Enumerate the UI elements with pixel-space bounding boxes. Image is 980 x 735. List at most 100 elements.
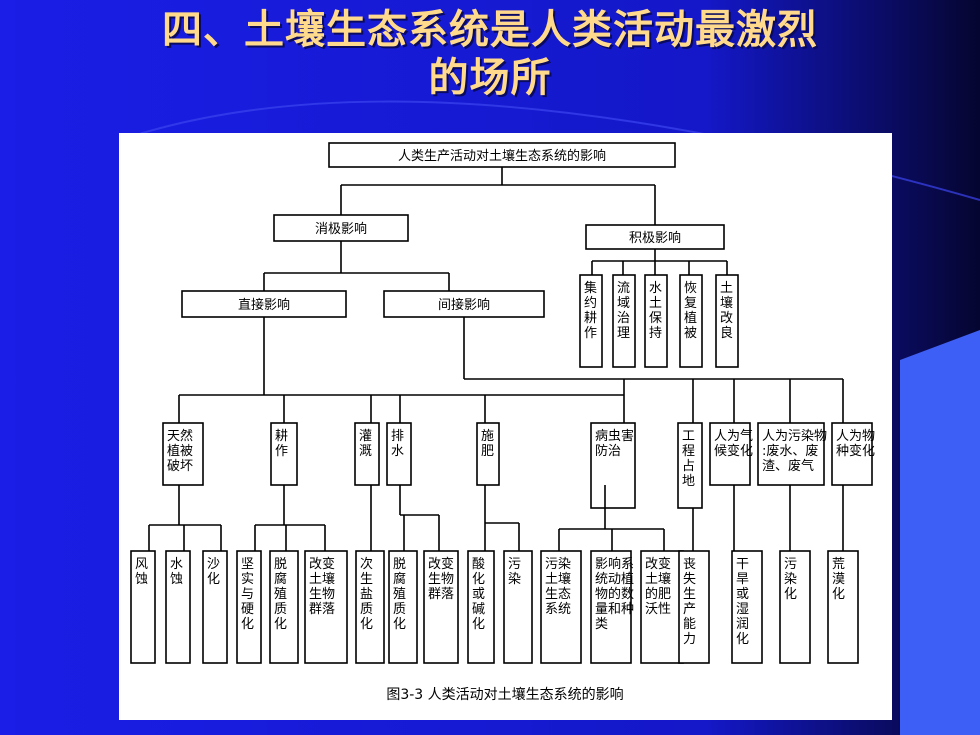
positive-item-4: 恢复植被 (679, 274, 703, 368)
positive-item-5-label: 土壤改良 (720, 281, 733, 341)
indirect-label: 间接影响 (438, 297, 490, 313)
category-pest: 病虫害防治 (590, 422, 636, 509)
category-species-box (831, 422, 873, 486)
effect-pest-affect-label: 影响系统动植物的数量和种类 (595, 556, 634, 632)
effect-pest-fertility-box (640, 550, 684, 664)
category-pest-label: 病虫害防治 (595, 428, 634, 459)
effect-water: 水蚀 (165, 550, 191, 664)
effect-polluted-box (779, 550, 811, 664)
effect-wind-label: 风蚀 (135, 557, 148, 587)
category-fertilize: 施肥 (476, 422, 500, 486)
effect-humus-box (269, 550, 299, 664)
effect-sand-box (202, 550, 228, 664)
category-natural-veg-box (162, 422, 204, 486)
impact-diagram: 人类生产活动对土壤生态系统的影响 消极影响 积极影响 集约耕作流域治理水土保持恢… (130, 142, 875, 703)
effect-drain-biota: 改变生物群落 (423, 550, 459, 664)
effect-salin-box (355, 550, 385, 664)
category-tillage: 耕作 (270, 422, 298, 486)
indirect-box (383, 290, 545, 318)
effect-drain-humus-label: 脱腐殖质化 (393, 557, 406, 632)
effect-harden-label: 坚实与硬化 (241, 557, 254, 632)
effect-desert-label: 荒漠化 (832, 557, 845, 602)
effect-salin: 次生盐质化 (355, 550, 385, 664)
effect-water-label: 水蚀 (170, 557, 183, 587)
effect-harden: 坚实与硬化 (236, 550, 262, 664)
slide-title-line1: 四、土壤生态系统是人类活动最激烈 (162, 6, 818, 53)
effect-harden-box (236, 550, 262, 664)
effect-acid-box (467, 550, 495, 664)
category-drainage: 排水 (386, 422, 412, 486)
effect-drain-biota-label: 改变生物群落 (428, 556, 454, 602)
positive-item-5: 土壤改良 (715, 274, 739, 368)
category-species-label: 人为物种变化 (836, 429, 875, 459)
category-species: 人为物种变化 (831, 422, 875, 486)
category-engineering: 工程占地 (677, 422, 703, 509)
effect-salin-label: 次生盐质化 (360, 556, 373, 632)
positive-label: 积极影响 (629, 230, 681, 246)
effect-water-box (165, 550, 191, 664)
effect-drain-humus: 脱腐殖质化 (388, 550, 418, 664)
positive-item-4-box (679, 274, 703, 368)
effect-polluted-label: 污染化 (784, 557, 797, 602)
effect-pest-pollute-box (540, 550, 582, 664)
effect-desert-box (827, 550, 859, 664)
effect-wind: 风蚀 (130, 550, 156, 664)
category-climate-label: 人为气候变化 (714, 428, 753, 459)
diagram-caption: 图3-3 人类活动对土壤生态系统的影响 (386, 686, 623, 703)
positive-item-2: 流域治理 (612, 274, 636, 368)
category-climate-box (709, 422, 751, 486)
effect-tillage-biota-label: 改变土壤生物群落 (309, 556, 335, 617)
category-tillage-box (270, 422, 298, 486)
category-natural-veg-label: 天然植被破坏 (167, 428, 193, 474)
positive-item-1-label: 集约耕作 (584, 280, 597, 341)
effect-pest-fertility: 改变土壤的肥沃性 (640, 550, 684, 664)
effect-humus-label: 脱腐殖质化 (274, 557, 287, 632)
root-label: 人类生产活动对土壤生态系统的影响 (398, 148, 606, 164)
effect-lose-capacity-box (678, 550, 710, 664)
category-drainage-label: 排水 (391, 429, 404, 459)
positive-item-2-box (612, 274, 636, 368)
slide-title-line2: 的场所 (428, 54, 552, 101)
positive-box (585, 224, 725, 250)
category-irrigation-box (354, 422, 380, 486)
diagram-panel: 人类生产活动对土壤生态系统的影响 消极影响 积极影响 集约耕作流域治理水土保持恢… (119, 133, 892, 720)
positive-item-1-box (579, 274, 603, 368)
effect-pest-affect: 影响系统动植物的数量和种类 (590, 550, 634, 664)
slide-title: 四、土壤生态系统是人类活动最激烈 的场所 (0, 6, 980, 102)
category-pest-box (590, 422, 636, 509)
effect-dry-wet-box (731, 550, 763, 664)
effect-acid: 酸化或碱化 (467, 550, 495, 664)
category-irrigation: 灌溉 (354, 422, 380, 486)
effect-dry-wet: 干旱或湿润化 (731, 550, 763, 664)
category-fertilize-label: 施肥 (481, 429, 494, 459)
effect-drain-humus-box (388, 550, 418, 664)
effect-lose-capacity-label: 丧失生产能力 (683, 557, 696, 647)
category-engineering-box (677, 422, 703, 509)
positive-item-1: 集约耕作 (579, 274, 603, 368)
effect-sand-label: 沙化 (207, 557, 220, 587)
effect-pest-pollute-label: 污染土壤生态系统 (545, 557, 571, 617)
positive-item-3-box (644, 274, 668, 368)
direct-label: 直接影响 (238, 297, 290, 313)
positive-item-5-box (715, 274, 739, 368)
effect-pest-fertility-label: 改变土壤的肥沃性 (645, 556, 671, 617)
category-fertilize-box (476, 422, 500, 486)
effect-desert: 荒漠化 (827, 550, 859, 664)
effect-wind-box (130, 550, 156, 664)
effect-fert-pollute: 污染 (503, 550, 533, 664)
effect-fert-pollute-box (503, 550, 533, 664)
category-pollution-label: 人为污染物:废水、废渣、废气 (762, 429, 827, 474)
category-drainage-box (386, 422, 412, 486)
positive-item-3-label: 水土保持 (649, 281, 662, 341)
effect-humus: 脱腐殖质化 (269, 550, 299, 664)
effect-sand: 沙化 (202, 550, 228, 664)
category-irrigation-label: 灌溉 (359, 429, 372, 459)
effect-acid-label: 酸化或碱化 (472, 557, 485, 632)
category-tillage-label: 耕作 (275, 428, 288, 459)
effect-polluted: 污染化 (779, 550, 811, 664)
effect-pest-pollute: 污染土壤生态系统 (540, 550, 582, 664)
effect-lose-capacity: 丧失生产能力 (678, 550, 710, 664)
negative-box (273, 214, 409, 242)
effect-drain-biota-box (423, 550, 459, 664)
effect-tillage-biota: 改变土壤生物群落 (304, 550, 348, 664)
